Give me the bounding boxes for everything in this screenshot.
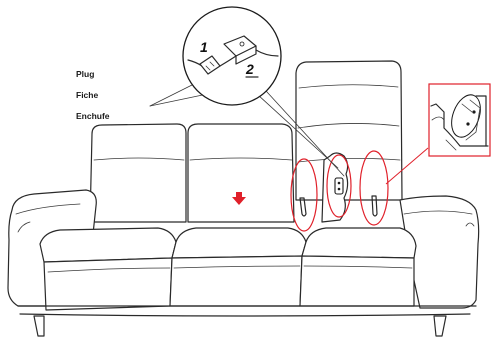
seat-cushion-middle [172,228,306,258]
plug-detail-callout: 1 2 [183,7,281,105]
rear-slot-detail-inset [429,84,490,156]
leg-left [34,316,44,336]
front-panel-middle [170,256,302,306]
label-fiche: Fiche [76,90,98,100]
back-cushion-left [90,124,186,222]
front-panel-left [44,258,172,310]
label-plug: Plug [76,69,94,79]
raised-backrest [296,61,402,200]
label-enchufe: Enchufe [76,111,110,121]
plug-labels: Plug Fiche Enchufe [76,69,110,121]
leg-right [434,316,446,336]
seat-cushion-left [40,228,176,262]
power-socket [335,178,343,194]
step-1-number: 1 [200,39,208,55]
back-cushion-middle [188,124,294,222]
front-panel-right [300,256,414,306]
seat-cushion-right [302,228,416,258]
step-2-number: 2 [245,61,254,77]
